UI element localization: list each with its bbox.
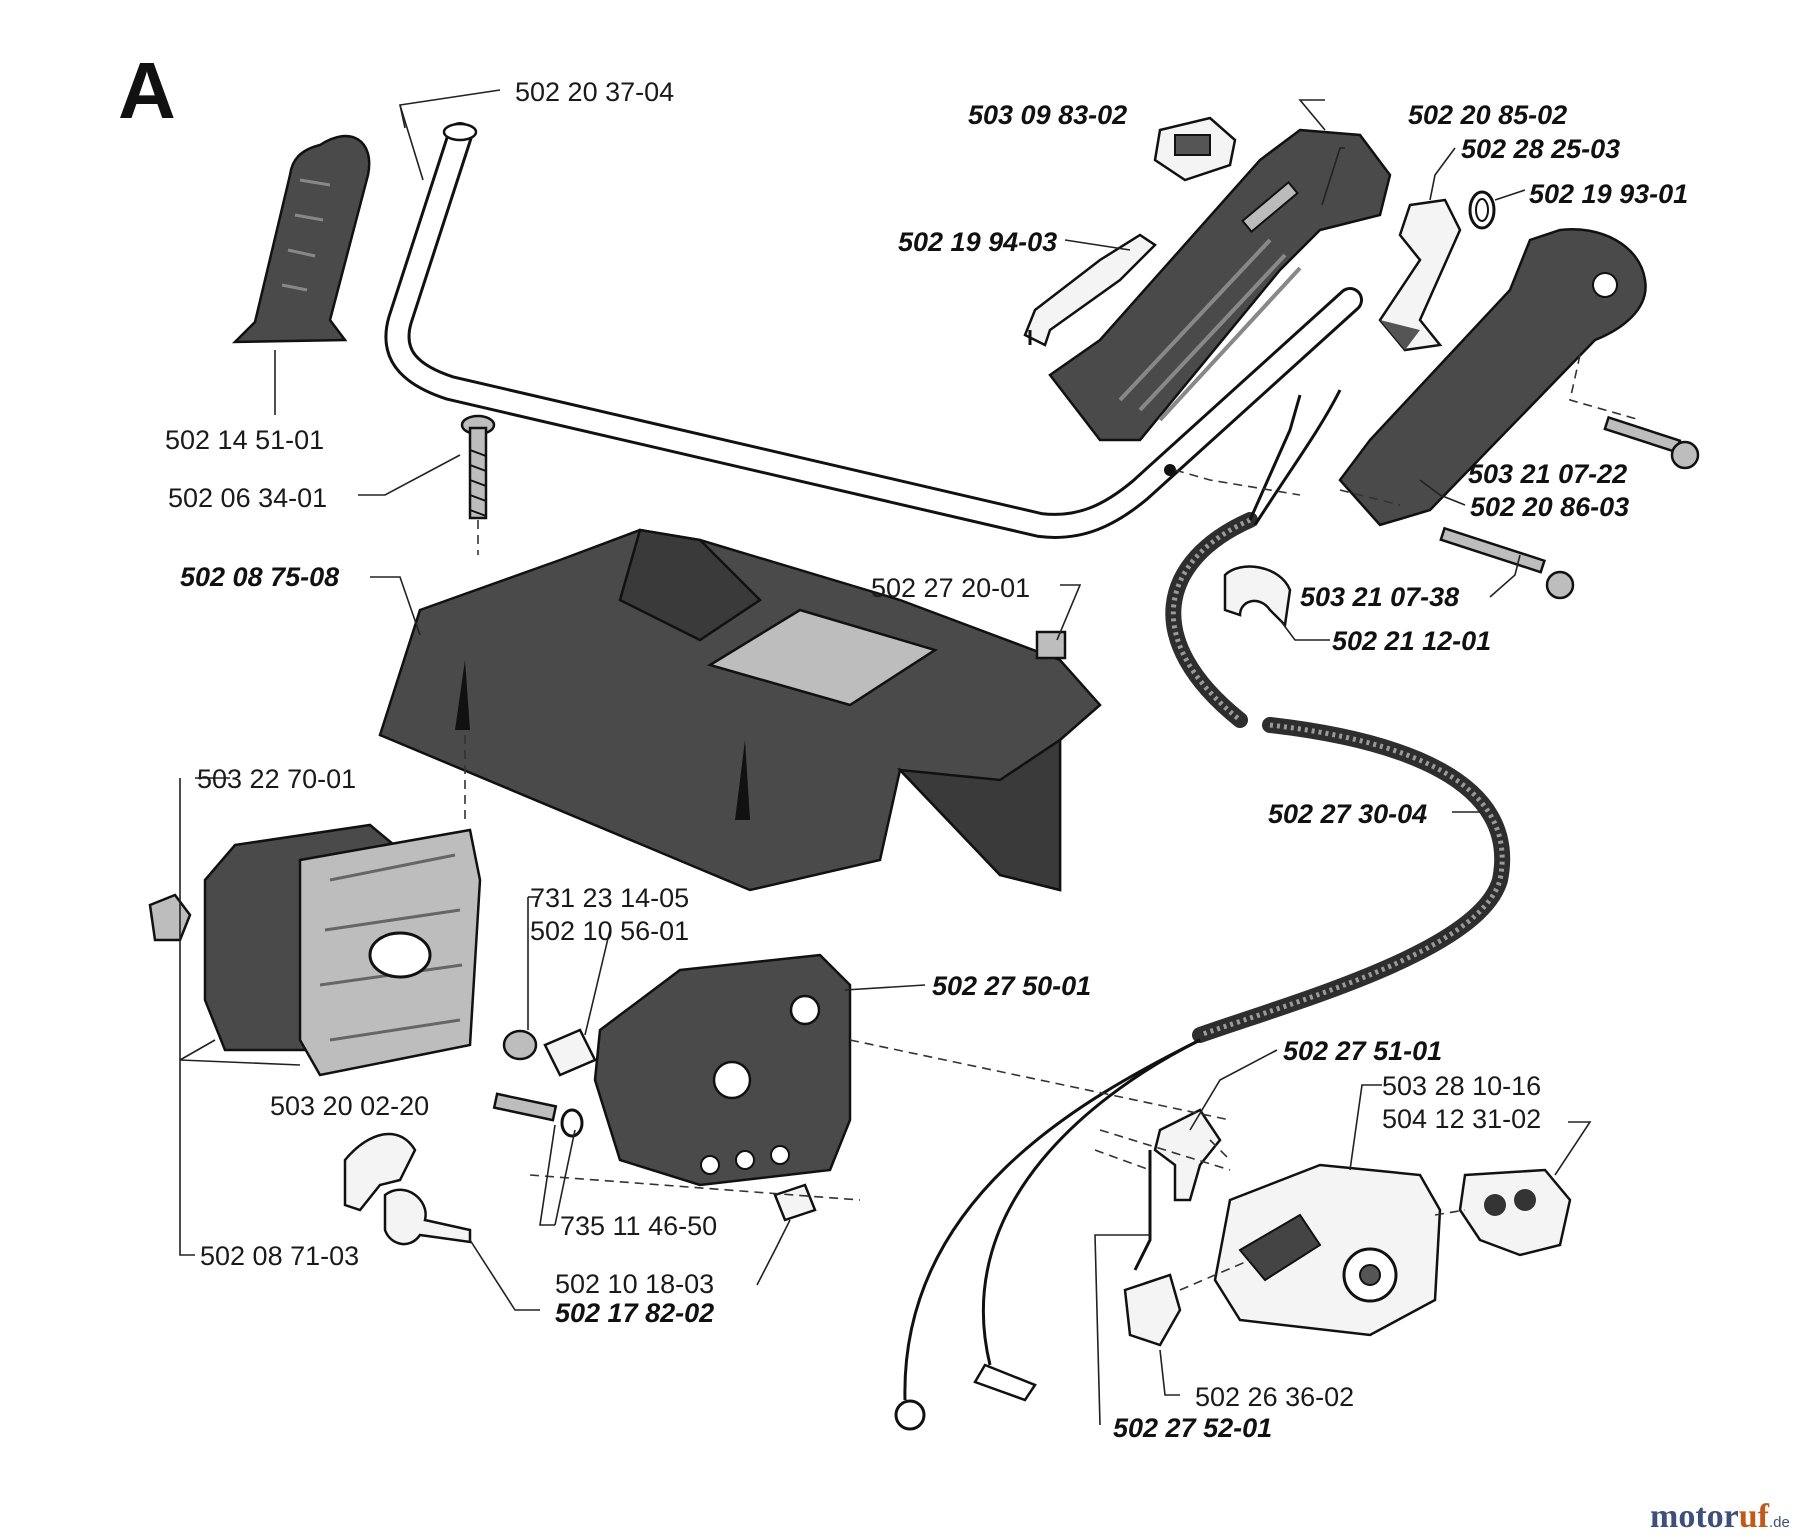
throttle-trigger-part bbox=[1023, 233, 1157, 347]
part-label-502-27-52-01: 502 27 52-01 bbox=[1113, 1413, 1272, 1443]
part-label-502-14-51-01: 502 14 51-01 bbox=[165, 425, 324, 455]
part-label-502-20-37-04: 502 20 37-04 bbox=[515, 77, 674, 107]
throttle-lockout-part bbox=[1378, 198, 1462, 352]
wire-harness-part bbox=[894, 389, 1511, 1431]
part-label-502-26-36-02: 502 26 36-02 bbox=[1195, 1382, 1354, 1412]
watermark-brand-b: uf bbox=[1739, 1498, 1770, 1535]
screw-washer-part bbox=[492, 1092, 584, 1138]
cylinder-cover-part bbox=[378, 528, 1102, 892]
part-label-502-19-93-01: 502 19 93-01 bbox=[1529, 179, 1688, 209]
part-label-502-17-82-02: 502 17 82-02 bbox=[555, 1298, 714, 1328]
intake-adapter-part bbox=[593, 953, 852, 1187]
bushing-part bbox=[543, 1028, 597, 1077]
part-label-502-27-20-01: 502 27 20-01 bbox=[871, 573, 1030, 603]
rear-handle-upper-part bbox=[1048, 128, 1392, 442]
part-label-503-28-10-16: 503 28 10-16 bbox=[1382, 1071, 1541, 1101]
screw-part-a bbox=[460, 414, 496, 520]
part-label-502-20-86-03: 502 20 86-03 bbox=[1470, 492, 1629, 522]
screw-part-c bbox=[1439, 526, 1575, 600]
part-label-503-22-70-01: 503 22 70-01 bbox=[197, 764, 356, 794]
bush-part bbox=[773, 1183, 817, 1222]
part-label-503-20-02-20: 503 20 02-20 bbox=[270, 1091, 429, 1121]
rear-handle-lower-part bbox=[1338, 227, 1647, 527]
part-label-503-09-83-02: 503 09 83-02 bbox=[968, 100, 1127, 130]
part-label-502-27-50-01: 502 27 50-01 bbox=[932, 971, 1091, 1001]
watermark-logo: motoruf.de bbox=[1650, 1498, 1790, 1535]
part-label-502-08-71-03: 502 08 71-03 bbox=[200, 1241, 359, 1271]
part-label-502-27-30-04: 502 27 30-04 bbox=[1268, 799, 1427, 829]
front-grip-part bbox=[231, 134, 371, 344]
choke-lever-part bbox=[343, 1132, 472, 1246]
watermark-suffix: .de bbox=[1769, 1514, 1790, 1531]
stop-switch-part bbox=[1153, 116, 1237, 182]
part-label-502-10-18-03: 502 10 18-03 bbox=[555, 1269, 714, 1299]
square-nut-part bbox=[1035, 630, 1067, 660]
part-label-502-08-75-08: 502 08 75-08 bbox=[180, 562, 339, 592]
part-label-731-23-14-05: 731 23 14-05 bbox=[530, 883, 689, 913]
part-label-504-12-31-02: 504 12 31-02 bbox=[1382, 1104, 1541, 1134]
part-label-502-27-51-01: 502 27 51-01 bbox=[1283, 1036, 1442, 1066]
svg-text:motoruf.de: motoruf.de bbox=[1650, 1498, 1790, 1535]
section-letter: A bbox=[118, 46, 176, 135]
part-label-502-28-25-03: 502 28 25-03 bbox=[1461, 134, 1620, 164]
carburetor-cover-part bbox=[1458, 1168, 1572, 1257]
nut-part bbox=[502, 1029, 538, 1061]
air-filter-part bbox=[148, 823, 482, 1077]
carburetor-part bbox=[1213, 1163, 1442, 1337]
hose-clamp-part bbox=[1223, 565, 1292, 628]
part-label-502-10-56-01: 502 10 56-01 bbox=[530, 916, 689, 946]
watermark-brand-a: motor bbox=[1650, 1498, 1739, 1535]
part-label-502-20-85-02: 502 20 85-02 bbox=[1408, 100, 1567, 130]
spring-part bbox=[1468, 190, 1496, 230]
part-label-503-21-07-22: 503 21 07-22 bbox=[1468, 459, 1627, 489]
handle-bar-part bbox=[384, 122, 1363, 539]
part-label-503-21-07-38: 503 21 07-38 bbox=[1300, 582, 1459, 612]
part-label-502-21-12-01: 502 21 12-01 bbox=[1332, 626, 1491, 656]
part-label-502-06-34-01: 502 06 34-01 bbox=[168, 483, 327, 513]
part-label-502-19-94-03: 502 19 94-03 bbox=[898, 227, 1057, 257]
part-label-735-11-46-50: 735 11 46-50 bbox=[560, 1211, 717, 1241]
screw-part-b bbox=[1603, 415, 1700, 470]
throttle-rod-part bbox=[1123, 1108, 1222, 1347]
